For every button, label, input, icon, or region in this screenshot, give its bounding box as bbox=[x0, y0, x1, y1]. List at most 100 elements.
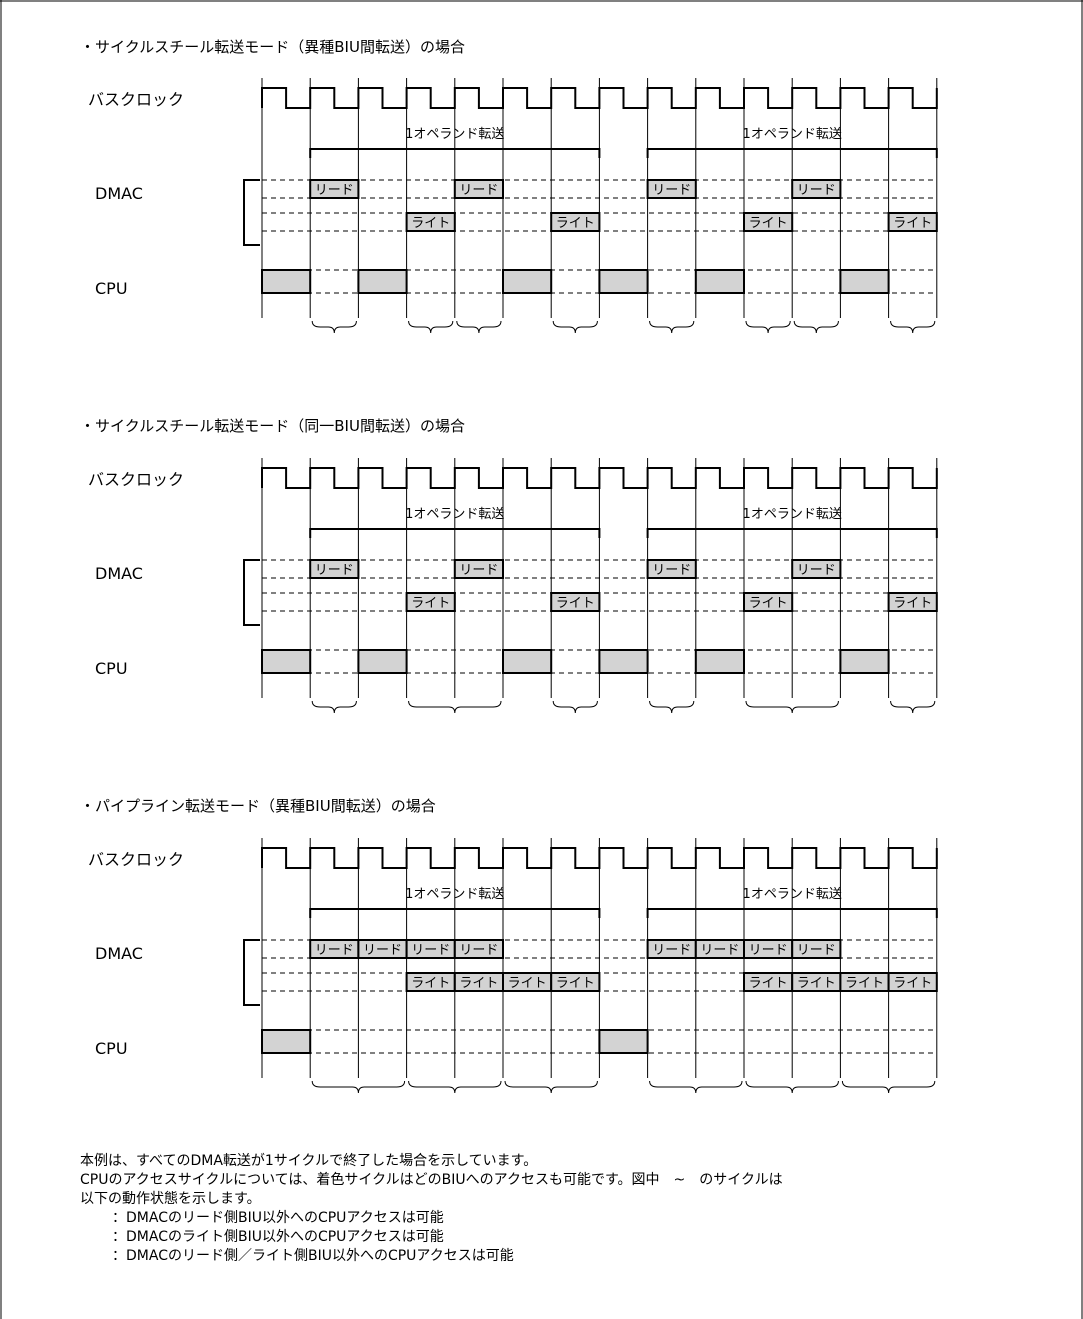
read-label: リード bbox=[459, 943, 498, 958]
write-box bbox=[743, 212, 794, 232]
read-label: リード bbox=[797, 183, 836, 198]
cpu-access-box bbox=[839, 649, 890, 674]
read-box bbox=[791, 179, 842, 199]
operand-label: 1オペランド転送 bbox=[405, 507, 504, 522]
operand-bracket bbox=[309, 908, 601, 918]
write-box bbox=[743, 592, 794, 612]
cycle-brace bbox=[649, 320, 695, 334]
cpu-access-box bbox=[261, 1029, 312, 1054]
cpu-access-box bbox=[502, 649, 553, 674]
operand-bracket bbox=[309, 148, 601, 158]
cycle-brace bbox=[408, 1080, 502, 1094]
cycle-brace bbox=[504, 1080, 598, 1094]
dmac-bracket bbox=[243, 559, 260, 626]
section-1-heading: ・サイクルスチール転送モード（異種BIU間転送）の場合 bbox=[80, 38, 465, 56]
section-2-clock-label: バスクロック bbox=[88, 470, 185, 489]
cycle-brace bbox=[745, 700, 839, 714]
note-line-1: 本例は、すべてのDMA転送が1サイクルで終了した場合を示しています。 bbox=[80, 1153, 538, 1169]
operand-label: 1オペランド転送 bbox=[405, 887, 504, 902]
read-label: リード bbox=[315, 943, 354, 958]
write-box bbox=[550, 212, 601, 232]
write-label: ライト bbox=[556, 976, 595, 991]
write-label: ライト bbox=[459, 976, 498, 991]
cycle-brace bbox=[890, 700, 936, 714]
cycle-brace bbox=[649, 1080, 743, 1094]
read-label: リード bbox=[797, 943, 836, 958]
note-item-1: ：DMACのリード側BIU以外へのCPUアクセスは可能 bbox=[112, 1210, 444, 1226]
read-label: リード bbox=[652, 943, 691, 958]
read-label: リード bbox=[652, 183, 691, 198]
dmac-bracket bbox=[243, 179, 260, 246]
read-label: リード bbox=[652, 563, 691, 578]
cycle-brace bbox=[408, 320, 454, 334]
operand-label: 1オペランド転送 bbox=[743, 127, 842, 142]
write-label: ライト bbox=[893, 216, 932, 231]
notes: 本例は、すべてのDMA転送が1サイクルで終了した場合を示しています。 CPUのア… bbox=[80, 1152, 783, 1266]
read-label: リード bbox=[411, 943, 450, 958]
write-label: ライト bbox=[411, 976, 450, 991]
cpu-access-box bbox=[357, 649, 408, 674]
cycle-brace bbox=[552, 320, 598, 334]
section-1-dmac-label: DMAC bbox=[95, 184, 143, 203]
write-label: ライト bbox=[845, 976, 884, 991]
operand-label: 1オペランド転送 bbox=[743, 507, 842, 522]
write-label: ライト bbox=[749, 976, 788, 991]
cpu-access-box bbox=[839, 269, 890, 294]
cpu-access-box bbox=[261, 269, 312, 294]
read-box bbox=[791, 939, 842, 959]
read-box bbox=[309, 559, 360, 579]
read-box bbox=[791, 559, 842, 579]
write-label: ライト bbox=[893, 596, 932, 611]
cpu-access-box bbox=[261, 649, 312, 674]
read-box bbox=[646, 179, 697, 199]
section-3-cpu-label: CPU bbox=[95, 1039, 128, 1058]
read-label: リード bbox=[459, 183, 498, 198]
write-label: ライト bbox=[893, 976, 932, 991]
write-label: ライト bbox=[556, 216, 595, 231]
write-label: ライト bbox=[411, 216, 450, 231]
cpu-access-box bbox=[502, 269, 553, 294]
cpu-access-box bbox=[598, 1029, 649, 1054]
read-label: リード bbox=[363, 943, 402, 958]
operand-label: 1オペランド転送 bbox=[743, 887, 842, 902]
cycle-brace bbox=[311, 320, 357, 334]
section-3-heading: ・パイプライン転送モード（異種BIU間転送）の場合 bbox=[80, 797, 436, 815]
write-label: ライト bbox=[749, 596, 788, 611]
cycle-brace bbox=[408, 700, 502, 714]
operand-bracket bbox=[646, 148, 938, 158]
cycle-brace bbox=[311, 1080, 406, 1094]
section-2-heading: ・サイクルスチール転送モード（同一BIU間転送）の場合 bbox=[80, 417, 465, 435]
write-box bbox=[887, 972, 938, 992]
read-box bbox=[453, 179, 504, 199]
cycle-brace bbox=[552, 700, 598, 714]
operand-label: 1オペランド転送 bbox=[405, 127, 504, 142]
section-1-cpu-label: CPU bbox=[95, 279, 128, 298]
write-label: ライト bbox=[411, 596, 450, 611]
cycle-brace bbox=[793, 320, 839, 334]
cycle-brace bbox=[890, 320, 936, 334]
write-box bbox=[550, 972, 601, 992]
cycle-brace bbox=[745, 320, 791, 334]
operand-bracket bbox=[646, 528, 938, 538]
section-3-dmac-label: DMAC bbox=[95, 944, 143, 963]
write-label: ライト bbox=[508, 976, 547, 991]
cpu-access-box bbox=[694, 269, 745, 294]
read-box bbox=[646, 559, 697, 579]
bus-clock-waveform bbox=[261, 467, 938, 489]
cycle-brace bbox=[649, 700, 695, 714]
write-box bbox=[405, 592, 456, 612]
operand-bracket bbox=[646, 908, 938, 918]
write-label: ライト bbox=[749, 216, 788, 231]
write-label: ライト bbox=[556, 596, 595, 611]
section-2-dmac-label: DMAC bbox=[95, 564, 143, 583]
cycle-brace bbox=[841, 1080, 936, 1094]
operand-bracket bbox=[309, 528, 601, 538]
note-line-2: CPUのアクセスサイクルについては、着色サイクルはどのBIUへのアクセスも可能で… bbox=[80, 1172, 783, 1188]
section-3-clock-label: バスクロック bbox=[88, 850, 185, 869]
write-box bbox=[887, 212, 938, 232]
cycle-brace bbox=[456, 320, 502, 334]
